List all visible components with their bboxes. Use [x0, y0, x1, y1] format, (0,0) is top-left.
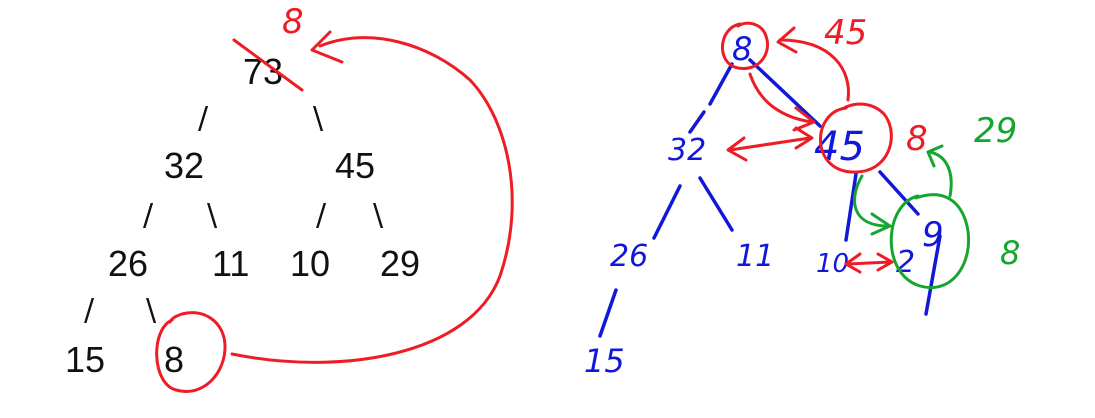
node-level1: 45 — [335, 145, 375, 186]
left-heap-tree: / \ / \ / \ / \ 73 32 45 26 11 10 29 15 … — [65, 2, 514, 393]
move-arrow — [230, 36, 514, 364]
swap-arrow — [778, 38, 850, 102]
swap-arrow — [853, 174, 890, 228]
branch-slash: / — [143, 198, 154, 233]
circle-mark — [819, 102, 893, 174]
swap-arrow — [748, 72, 814, 124]
arrow-head — [792, 106, 816, 132]
node-45-swap-label: 8 — [906, 119, 928, 159]
replacement-label: 8 — [282, 2, 304, 42]
circle-mark — [721, 21, 769, 70]
node-level2: 26 — [108, 243, 148, 284]
arrow-head — [876, 252, 894, 272]
circle-mark — [155, 311, 227, 393]
tree-edge — [652, 184, 682, 240]
tree-edge — [748, 58, 822, 128]
node-level2: 11 — [212, 243, 249, 284]
arrow-head — [870, 212, 892, 236]
tree-edge — [878, 170, 920, 216]
arrow-head — [926, 144, 944, 168]
node-29-under: 2 — [896, 245, 915, 280]
branch-backslash: \ — [146, 293, 157, 328]
arrow-head — [726, 136, 748, 162]
branch-backslash: \ — [373, 198, 384, 233]
arrow-head — [844, 252, 862, 274]
node-level2: 10 — [290, 243, 330, 284]
node-root: 8 — [732, 30, 752, 68]
branch-backslash: \ — [313, 101, 324, 136]
tree-edge — [688, 110, 706, 134]
strike-through-mark — [232, 38, 304, 92]
arrow-head — [776, 26, 798, 54]
node-29-swap-label: 8 — [1000, 234, 1020, 272]
right-heap-tree: 32 45 26 11 10 2 9 15 8 45 8 29 8 — [584, 13, 1020, 380]
branch-backslash: \ — [207, 198, 218, 233]
node-26: 26 — [610, 239, 648, 274]
node-10: 10 — [816, 249, 849, 279]
arrow-head — [310, 30, 344, 64]
compare-arrow — [846, 260, 892, 266]
circle-mark — [889, 193, 971, 290]
node-29-label: 29 — [974, 111, 1017, 151]
node-level2: 29 — [380, 243, 420, 284]
compare-arrow — [728, 136, 812, 152]
node-level3: 8 — [164, 339, 184, 380]
branch-slash: / — [316, 198, 327, 233]
tree-edge — [924, 234, 942, 316]
root-previous-label: 45 — [824, 13, 867, 53]
node-32: 32 — [668, 133, 706, 168]
tree-edge — [598, 288, 618, 338]
node-level1: 32 — [164, 145, 204, 186]
branch-slash: / — [198, 101, 209, 136]
tree-edge — [844, 172, 858, 242]
arrow-head — [794, 126, 814, 150]
branch-slash: / — [84, 293, 95, 328]
tree-edge — [698, 176, 734, 232]
tree-edge — [708, 62, 734, 106]
swap-arrow — [928, 150, 953, 198]
node-11: 11 — [736, 239, 774, 274]
node-15: 15 — [584, 342, 625, 380]
node-level3: 15 — [65, 339, 105, 380]
